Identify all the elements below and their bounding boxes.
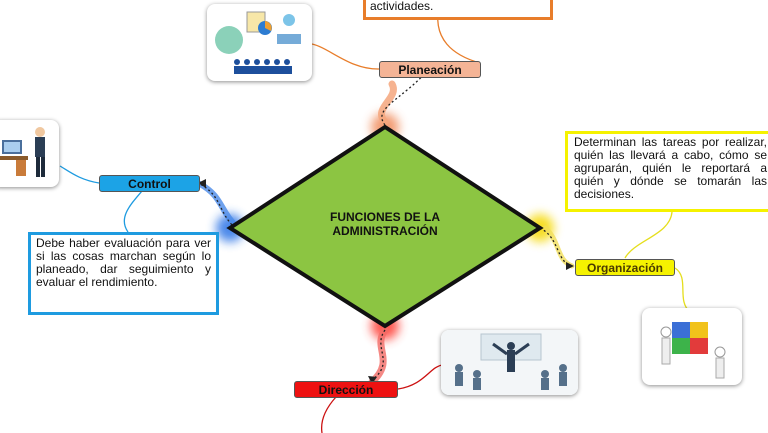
organizacion-note-text: Determinan las tareas por realizar, quié… — [574, 135, 767, 201]
thin-links — [59, 1, 691, 433]
planeacion-label[interactable]: Planeación — [379, 61, 481, 78]
organizacion-label[interactable]: Organización — [575, 259, 675, 276]
organizacion-image — [642, 308, 742, 385]
connector-planeacion — [378, 80, 397, 126]
planeacion-note-text: actividades. — [370, 0, 434, 13]
center-title: FUNCIONES DE LA ADMINISTRACIÓN — [300, 210, 470, 238]
planeacion-image — [207, 4, 312, 81]
connector-organizacion — [542, 225, 575, 269]
organizacion-note: Determinan las tareas por realizar, quié… — [565, 131, 768, 212]
center-diamond — [226, 124, 544, 329]
connector-control — [197, 181, 238, 228]
center-title-line1: FUNCIONES DE LA — [329, 210, 440, 224]
control-note-text: Debe haber evaluación para ver si las co… — [36, 236, 211, 289]
control-note: Debe haber evaluación para ver si las co… — [28, 232, 219, 315]
control-image — [0, 120, 59, 187]
center-title-line2: ADMINISTRACIÓN — [332, 224, 438, 238]
planeacion-note: actividades. — [363, 0, 553, 20]
direccion-label[interactable]: Dirección — [294, 381, 398, 398]
control-label[interactable]: Control — [99, 175, 200, 192]
direccion-image — [441, 330, 578, 395]
